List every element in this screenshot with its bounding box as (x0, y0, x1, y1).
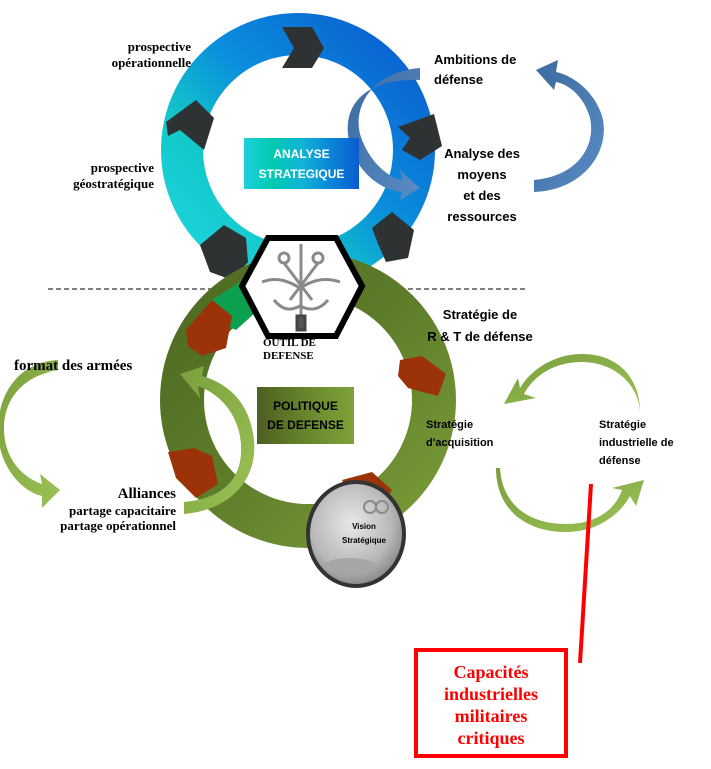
anchor-sword-icon (261, 244, 341, 332)
label-line: opérationnelle (111, 55, 191, 71)
label-format-armees: format des armées (14, 358, 133, 374)
label-line: géostratégique (73, 176, 154, 192)
alliances-cycle-arrows (0, 360, 255, 514)
industrial-cycle-arrows (496, 354, 644, 532)
label-rt-strategy: Stratégie de R & T de défense (410, 304, 550, 348)
label-prospective-geostrategique: prospective géostratégique (30, 160, 154, 193)
ring-chevron (282, 27, 324, 68)
label-acquisition-strategy: Stratégie d'acquisition (426, 416, 493, 452)
defense-emblem (238, 235, 366, 339)
label-line: Ambitions de (434, 52, 517, 67)
callout-connector (578, 483, 593, 664)
label-vision-strategique: Vision Stratégique (326, 520, 402, 548)
analysis-strategic-box: ANALYSE STRATEGIQUE (244, 138, 359, 189)
ambitions-cycle-arrows (347, 60, 604, 200)
label-line: prospective (127, 39, 191, 54)
label-line: d'acquisition (426, 437, 494, 449)
box-line: POLITIQUE (273, 398, 338, 413)
ring-chevron (398, 114, 442, 160)
ring-chevron (166, 100, 214, 150)
label-line: Stratégie (426, 419, 474, 431)
label-prospective-operationnelle: prospective opérationnelle (60, 39, 191, 72)
label-line: Analyse des (444, 146, 520, 161)
box-line: ANALYSE (273, 146, 330, 161)
green-arrow-inner-loop (180, 366, 255, 514)
label-line: défense (599, 455, 641, 467)
blue-arrow-up (534, 60, 604, 192)
ring-chevron (186, 300, 232, 356)
label-alliances: Alliances partage capacitaire partage op… (10, 486, 176, 533)
green-arrow-bottom (496, 468, 644, 532)
ring-chevron (398, 356, 446, 396)
critical-capabilities-callout: Capacités industrielles militaires criti… (414, 648, 568, 758)
label-line: industrielle de (599, 437, 674, 449)
label-line: et des (463, 188, 501, 203)
label-line: prospective (90, 160, 154, 175)
label-line: Stratégie de (442, 307, 518, 322)
ring-chevron (200, 225, 248, 280)
label-line: partage opérationnel (60, 518, 176, 533)
ring-chevron (168, 448, 218, 498)
label-ambitions-defense: Ambitions de défense (434, 50, 516, 90)
label-line: DEFENSE (263, 350, 314, 362)
label-line: partage capacitaire (69, 503, 176, 518)
ring-chevron (372, 212, 414, 262)
label-line: Alliances (117, 486, 176, 502)
label-line: Vision (352, 522, 376, 531)
box-line: STRATEGIQUE (258, 166, 345, 181)
coin-face (306, 480, 406, 588)
green-arrow-top (504, 354, 640, 412)
label-outil-defense: OUTIL DE DEFENSE (263, 337, 316, 363)
blue-arrow-down (347, 68, 420, 200)
label-analyse-moyens: Analyse des moyens et des ressources (432, 143, 532, 227)
box-line: DE DEFENSE (267, 417, 344, 432)
label-line: Stratégie (599, 419, 647, 431)
label-line: moyens (457, 167, 507, 182)
label-industrial-strategy: Stratégie industrielle de défense (599, 416, 674, 470)
callout-line: critiques (457, 728, 525, 748)
label-line: R & T de défense (427, 329, 533, 344)
label-line: OUTIL DE (263, 337, 316, 349)
label-line: Stratégique (341, 536, 386, 545)
callout-line: militaires (454, 706, 528, 726)
callout-line: Capacités (453, 662, 529, 682)
label-line: défense (434, 72, 484, 87)
green-arrow-left-loop (0, 360, 60, 508)
defense-policy-box: POLITIQUE DE DEFENSE (257, 387, 354, 444)
strategic-vision-coin (306, 480, 406, 588)
label-line: ressources (447, 209, 517, 224)
callout-line: industrielles (443, 684, 538, 704)
